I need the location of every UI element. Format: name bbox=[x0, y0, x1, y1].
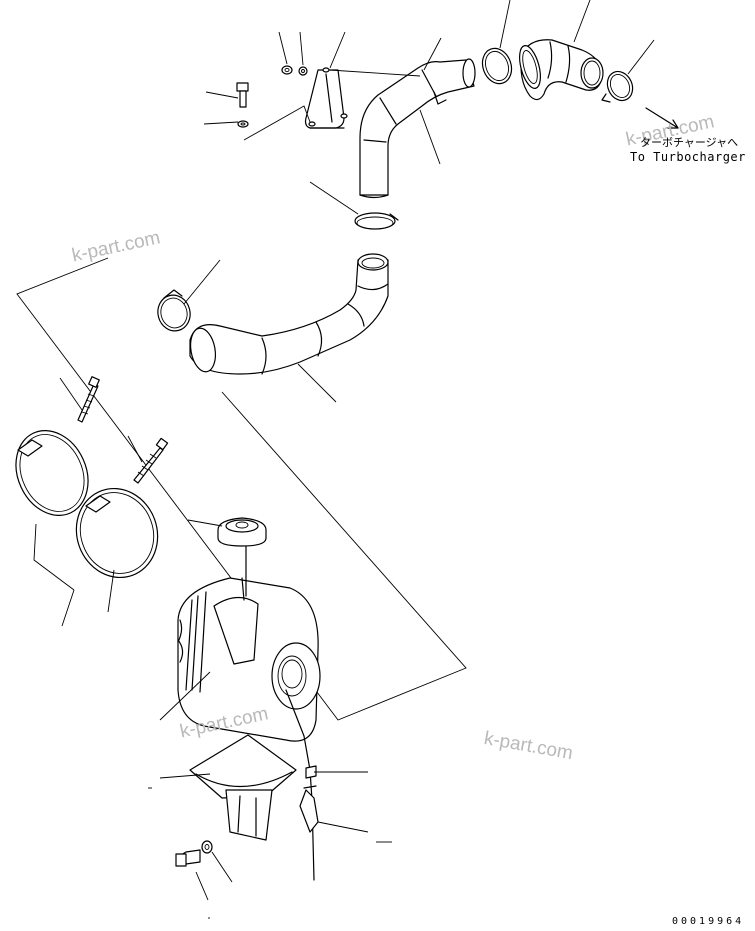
cap bbox=[217, 517, 267, 547]
destination-label-jp: ターボチャージャへ bbox=[640, 136, 739, 149]
band-bolt-2 bbox=[133, 437, 169, 484]
bolt-washer bbox=[236, 82, 249, 128]
hose-clamp-upper bbox=[354, 212, 399, 230]
band-bolt-1 bbox=[77, 376, 100, 423]
band-clamp-2 bbox=[75, 487, 159, 579]
leader-lines bbox=[33, 0, 655, 919]
nut-washer bbox=[281, 65, 308, 76]
bracket bbox=[304, 67, 348, 129]
clamp-turbo bbox=[601, 70, 634, 103]
hose-elbow bbox=[519, 39, 604, 101]
support-bracket bbox=[189, 734, 297, 841]
band-clamp-1 bbox=[15, 430, 89, 516]
air-cleaner bbox=[177, 545, 321, 742]
intake-hose bbox=[189, 253, 389, 375]
turbocharger-arrow bbox=[645, 107, 679, 129]
dust-indicator bbox=[285, 689, 319, 881]
clamp-near-hose bbox=[481, 47, 513, 85]
intake-pipe bbox=[359, 58, 476, 199]
bolt-washer-lower bbox=[175, 840, 213, 867]
destination-label-en: To Turbocharger bbox=[630, 150, 746, 164]
group-outline bbox=[16, 257, 467, 721]
document-number: 00019964 bbox=[672, 916, 745, 927]
hose-clamp-left bbox=[157, 289, 191, 332]
